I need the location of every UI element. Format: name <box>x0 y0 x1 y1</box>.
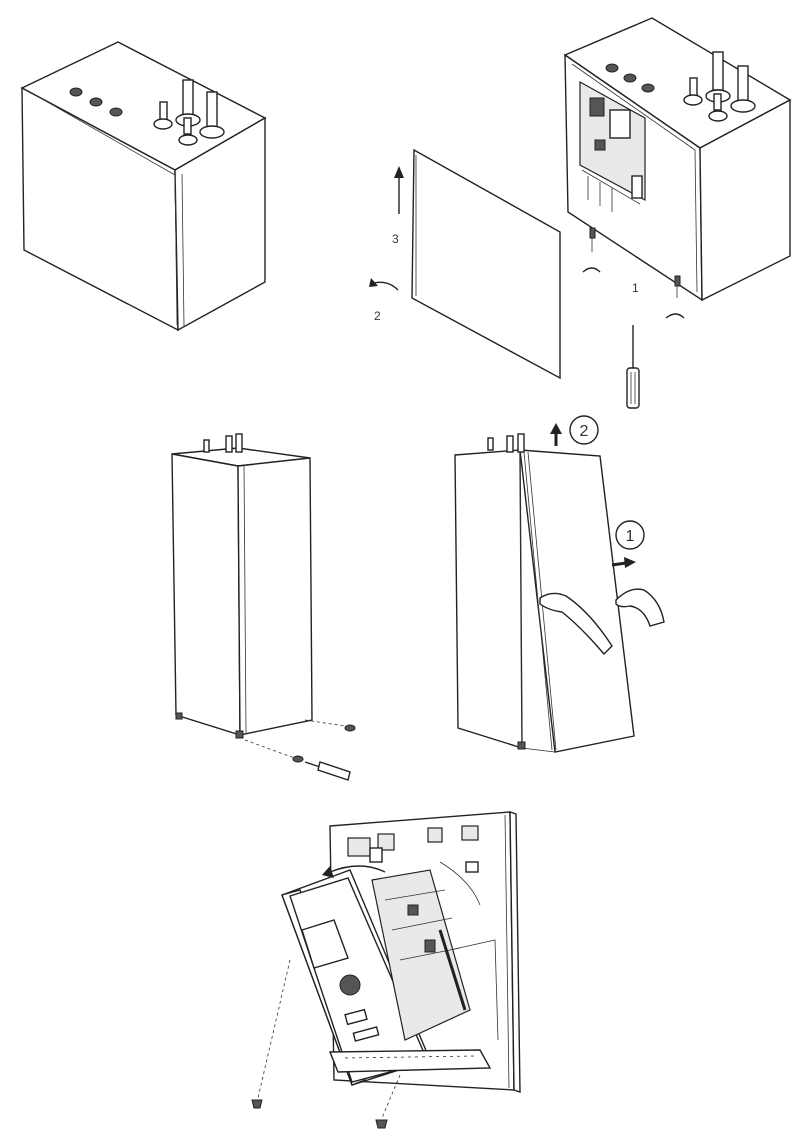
hand-icon <box>615 588 665 627</box>
screw-icon <box>674 275 681 298</box>
arrow-lift-up <box>550 423 562 446</box>
screw-icon <box>292 755 304 763</box>
arrow-tilt <box>369 278 399 291</box>
tall-unit-opening <box>454 433 635 753</box>
step-label-3: 3 <box>392 232 399 246</box>
control-box-swung <box>281 865 492 1086</box>
screw-icon <box>344 724 356 732</box>
step-label-2: 2 <box>374 309 381 323</box>
hand-icon <box>539 592 613 656</box>
pipe-fittings-open <box>605 51 756 122</box>
step-badge-1: 1 <box>615 520 645 550</box>
control-board <box>579 80 646 212</box>
wall-unit-open <box>563 17 792 319</box>
screw-icon <box>589 227 596 252</box>
screwdriver-icon <box>626 325 640 409</box>
display-screen <box>301 919 349 969</box>
svg-text:1: 1 <box>626 528 635 545</box>
swing-arrow-icon <box>329 865 386 873</box>
step-badge-2: 2 <box>569 415 599 445</box>
control-dial <box>339 974 361 996</box>
svg-text:2: 2 <box>580 423 589 440</box>
screw-icon <box>375 1074 401 1129</box>
rotate-arrow-icon <box>582 267 601 273</box>
control-board <box>371 869 471 1041</box>
pipe-fittings <box>69 79 225 146</box>
arrow-lift-up <box>394 166 404 214</box>
wall-unit-closed <box>20 41 267 332</box>
step-label-1: 1 <box>632 281 639 295</box>
tall-unit-closed <box>171 433 356 781</box>
screw-icon <box>251 959 291 1109</box>
rotate-arrow-icon <box>665 313 685 319</box>
screwdriver-icon <box>304 761 351 781</box>
arrow-pull-out <box>611 557 636 568</box>
front-cover-panel <box>411 148 561 380</box>
